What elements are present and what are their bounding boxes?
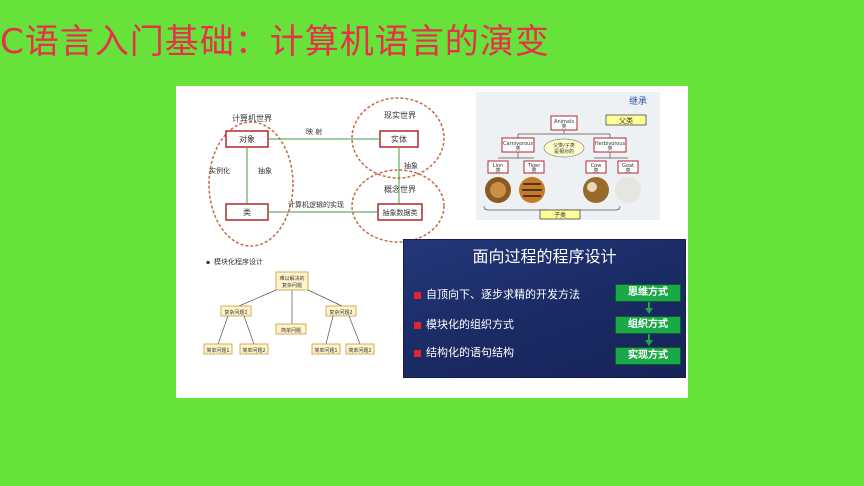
instantiation-label: 实例化	[209, 166, 230, 175]
simple-problem-3-box	[311, 343, 341, 355]
modular-diagram: ▪ 模块化程序设计 难以解决的 复杂问题 复杂问题1 简单问题 复杂问题2 简单…	[203, 257, 375, 355]
complex-problem-2-box	[325, 305, 357, 317]
bullet-text: 模块化的组织方式	[426, 318, 514, 331]
lion-label: Lion	[493, 163, 503, 169]
cow-box	[585, 160, 607, 174]
tiger-box	[523, 160, 545, 174]
bullet-text: 自顶向下、逐步求精的开发方法	[426, 288, 580, 301]
step-arrow-stem	[648, 334, 650, 340]
simple-problem-2-label: 简单问题2	[242, 347, 265, 354]
step-implementation-box: 实现方式	[615, 347, 681, 365]
concept-world-ellipse	[351, 169, 445, 243]
bullet-text: 结构化的语句结构	[426, 346, 514, 359]
step-arrow-stem	[648, 302, 650, 308]
down-arrow-icon	[645, 340, 653, 346]
cow-label: Cow	[591, 163, 602, 169]
tree-line	[307, 289, 343, 307]
entity-label: 实体	[391, 134, 407, 144]
tree-line	[325, 315, 334, 345]
goat-class: 类	[625, 167, 630, 174]
simple-problem-label: 简单问题	[281, 327, 301, 334]
class-label: 类	[243, 207, 251, 217]
complex-problem-1-box	[220, 305, 252, 317]
goat-box	[617, 160, 639, 174]
procedural-panel: 面向过程的程序设计 自顶向下、逐步求精的开发方法 模块化的组织方式 结构化的语句…	[403, 239, 686, 378]
child-class-tag	[539, 209, 581, 220]
lion-box	[487, 160, 509, 174]
parent-class-tag	[605, 114, 647, 126]
procedural-title: 面向过程的程序设计	[472, 247, 617, 266]
page-title: C语言入门基础：计算机语言的演变	[0, 22, 550, 62]
relative-label: 父类/子类	[553, 142, 575, 149]
simple-problem-2-box	[239, 343, 269, 355]
bullet-item: 自顶向下、逐步求精的开发方法	[414, 286, 580, 302]
tiger-class: 类	[531, 167, 536, 174]
cow-photo-patch	[587, 182, 597, 192]
bullet-item: 模块化的组织方式	[414, 316, 514, 332]
child-class-label: 子类	[554, 211, 566, 219]
inheritance-diagram: 继承 Animals 类 父类 Carnivorous 类 Herbivorou…	[476, 92, 660, 220]
relative-bubble	[543, 138, 585, 158]
computer-world-label: 计算机世界	[232, 113, 272, 123]
relative-sub-label: 是相对的	[554, 148, 574, 155]
computer-world-ellipse	[208, 121, 294, 247]
modular-title: 模块化程序设计	[214, 257, 263, 266]
bullet-item: 结构化的语句结构	[414, 344, 514, 360]
slide-figures: 计算机世界 现实世界 概念世界 对象 实体 类 抽象数据类 映 射 实例化 抽象…	[203, 92, 660, 355]
simple-problem-4-label: 简单问题2	[348, 347, 371, 354]
abstraction-right-label: 抽象	[404, 161, 418, 170]
abstraction-left-label: 抽象	[258, 166, 272, 175]
step-thinking-box: 思维方式	[615, 284, 681, 302]
complex-problem-2-label: 复杂问题2	[329, 309, 352, 316]
lion-class: 类	[495, 167, 500, 174]
logic-impl-label: 计算机逻辑的实现	[288, 200, 344, 209]
modular-bullet: ▪	[206, 259, 210, 266]
herbivorous-class: 类	[607, 145, 612, 152]
concept-world-label: 概念世界	[384, 184, 416, 194]
bullet-square-icon	[414, 321, 421, 329]
real-world-ellipse	[351, 97, 445, 179]
root-problem-line2: 复杂问题	[282, 282, 302, 289]
goat-label: Goat	[622, 163, 634, 169]
mapping-label: 映 射	[306, 127, 322, 136]
lion-photo-face	[490, 182, 506, 198]
tiger-stripes	[522, 183, 542, 197]
carnivorous-label: Carnivorous	[503, 141, 533, 147]
down-arrow-icon	[645, 308, 653, 314]
oop-diagram: 计算机世界 现实世界 概念世界 对象 实体 类 抽象数据类 映 射 实例化 抽象…	[208, 97, 445, 247]
bullet-square-icon	[414, 291, 421, 299]
complex-problem-1-label: 复杂问题1	[224, 309, 247, 316]
simple-problem-1-label: 简单问题1	[206, 347, 229, 354]
abstract-data-type-label: 抽象数据类	[383, 208, 418, 217]
step-organization-box: 组织方式	[615, 316, 681, 334]
simple-problem-3-label: 简单问题1	[314, 347, 337, 354]
simple-problem-4-box	[345, 343, 375, 355]
tiger-label: Tiger	[527, 163, 542, 169]
goat-photo	[615, 177, 641, 203]
simple-problem-box	[275, 323, 307, 335]
tree-line	[217, 315, 229, 345]
animals-class: 类	[561, 123, 566, 130]
inheritance-title: 继承	[629, 95, 647, 107]
herbivorous-label: Herbivorous	[595, 141, 626, 147]
tree-line	[348, 315, 361, 345]
tree-line	[238, 289, 277, 307]
bullet-square-icon	[414, 349, 421, 357]
simple-problem-1-box	[203, 343, 233, 355]
object-label: 对象	[239, 134, 255, 144]
real-world-label: 现实世界	[384, 110, 416, 120]
root-problem-line1: 难以解决的	[279, 275, 304, 282]
cow-class: 类	[593, 167, 598, 174]
tree-line	[243, 315, 255, 345]
animals-label: Animals	[554, 119, 574, 125]
parent-class-label: 父类	[619, 116, 633, 125]
carnivorous-class: 类	[515, 145, 520, 152]
